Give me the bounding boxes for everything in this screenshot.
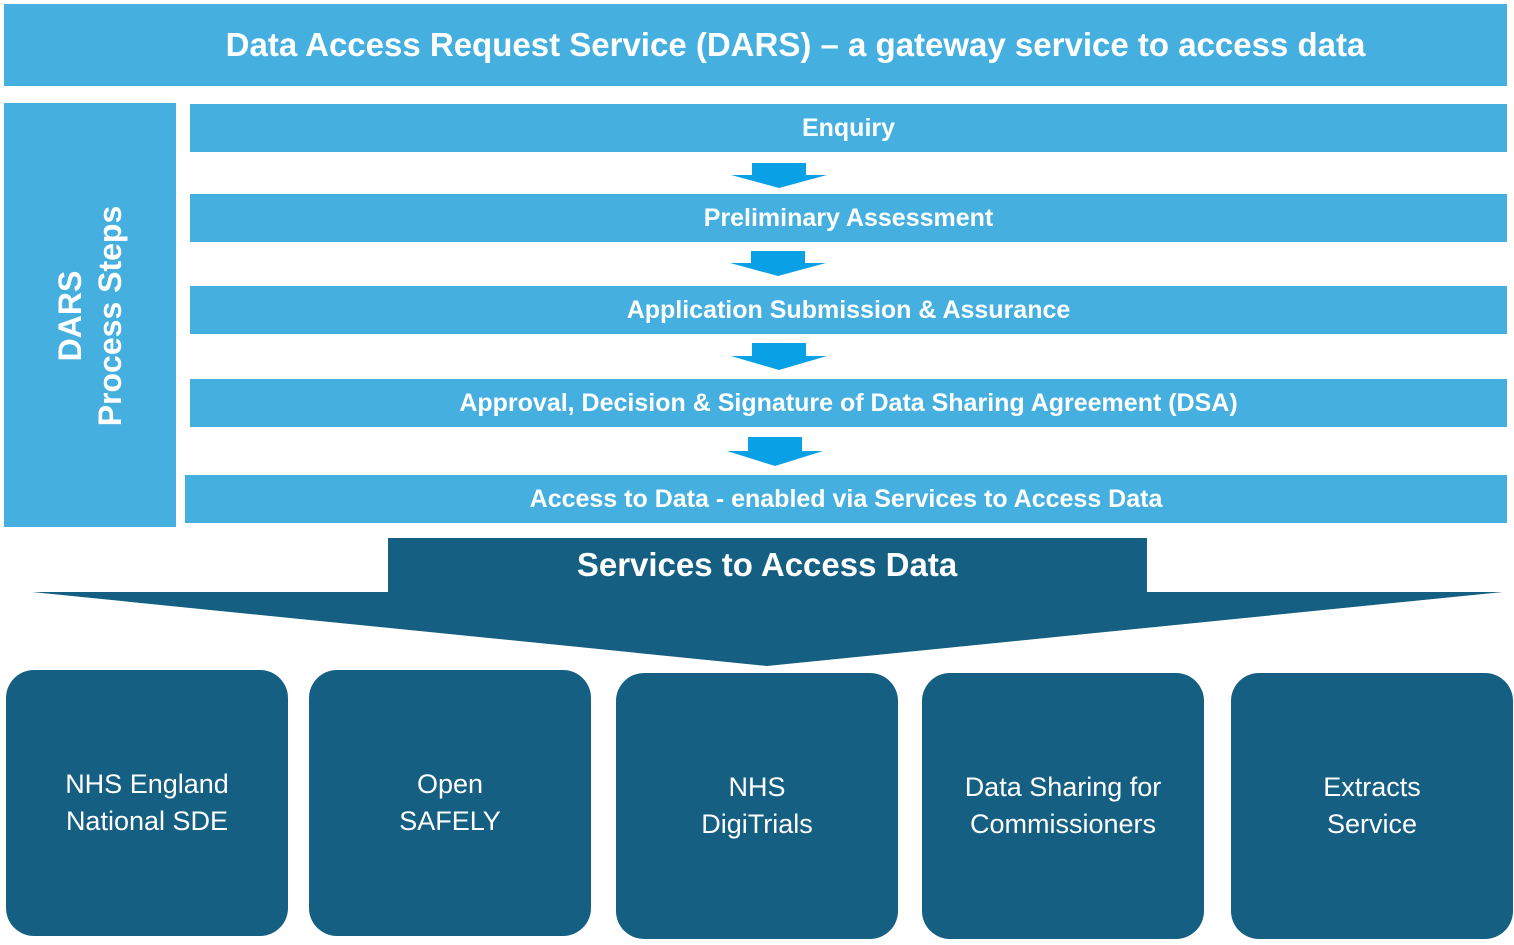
page-title-bar: Data Access Request Service (DARS) – a g… <box>4 4 1507 86</box>
step-application-submission: Application Submission & Assurance <box>190 286 1507 334</box>
process-steps-label: DARS Process Steps <box>4 103 176 527</box>
service-box-label: Data Sharing for Commissioners <box>964 772 1162 839</box>
side-label-line2: Process Steps <box>92 205 128 427</box>
step-label: Enquiry <box>801 113 896 142</box>
down-arrow-icon <box>727 437 823 466</box>
step-label: Application Submission & Assurance <box>626 295 1071 324</box>
service-box-extracts: Extracts Service <box>1231 673 1513 939</box>
down-arrow-icon <box>731 163 827 188</box>
side-label-line1: DARS <box>52 270 88 362</box>
service-box-label: Extracts Service <box>1323 772 1421 839</box>
step-approval-decision: Approval, Decision & Signature of Data S… <box>190 379 1507 427</box>
service-box-digitrials: NHS DigiTrials <box>616 673 898 939</box>
service-box-national-sde: NHS England National SDE <box>6 670 288 936</box>
down-arrow-icon <box>731 343 827 370</box>
services-funnel-arrow <box>32 538 1503 666</box>
step-enquiry: Enquiry <box>190 104 1507 152</box>
service-box-commissioners: Data Sharing for Commissioners <box>922 673 1204 939</box>
down-arrow-icon <box>730 251 826 276</box>
step-label: Access to Data - enabled via Services to… <box>529 484 1163 513</box>
services-title: Services to Access Data <box>576 546 958 583</box>
step-label: Approval, Decision & Signature of Data S… <box>459 388 1238 417</box>
service-box-opensafely: Open SAFELY <box>309 670 591 936</box>
service-box-label: NHS DigiTrials <box>701 772 813 839</box>
step-access-to-data: Access to Data - enabled via Services to… <box>185 475 1507 523</box>
step-preliminary-assessment: Preliminary Assessment <box>190 194 1507 242</box>
service-box-label: NHS England National SDE <box>65 769 229 836</box>
step-label: Preliminary Assessment <box>703 203 994 232</box>
service-box-label: Open SAFELY <box>399 769 501 836</box>
page-title: Data Access Request Service (DARS) – a g… <box>225 26 1366 63</box>
process-steps-label-text: DARS Process Steps <box>50 206 130 427</box>
